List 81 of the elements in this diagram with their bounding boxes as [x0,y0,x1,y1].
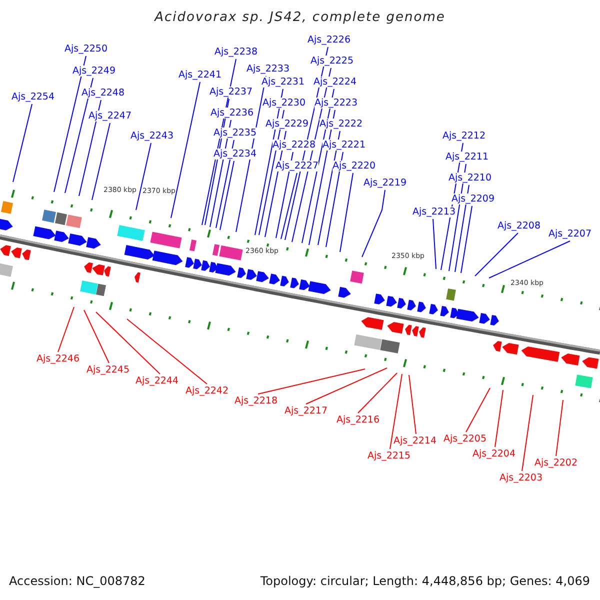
gene-label: Ajs_2250 [64,44,108,54]
leader-line [64,78,94,194]
leader-line [126,318,208,384]
gene-label: Ajs_2207 [548,228,592,240]
gene-label: Ajs_2223 [314,98,358,108]
gene-label: Ajs_2233 [246,64,290,74]
gene-label: Ajs_2210 [448,172,492,184]
gene-label: Ajs_2247 [88,110,132,122]
gene-label: Ajs_2230 [262,98,306,108]
gene-label: Ajs_2238 [214,46,258,58]
leader-line [340,172,354,252]
gene-label: Ajs_2204 [472,448,516,460]
gene-label: Ajs_2224 [314,76,356,88]
gene-label: Ajs_2213 [412,206,456,218]
gene-label: Ajs_2244 [136,376,178,386]
gene-label: Ajs_2229 [266,118,308,130]
gene-label: Ajs_2209 [452,194,494,204]
leader-line [326,152,344,248]
gene-label: Ajs_2241 [178,70,222,80]
gene-label: Ajs_2246 [36,354,80,364]
gene-label: Ajs_2231 [262,76,304,88]
leader-line [96,312,160,374]
gene-label: Ajs_2234 [214,148,256,160]
gene-label: Ajs_2221 [322,140,366,150]
leader-line [488,240,570,278]
leader-line [306,368,388,404]
leader-line [358,372,398,414]
leader-line [258,368,366,394]
gene-label: Ajs_2225 [310,56,354,66]
gene-label: Ajs_2205 [444,434,486,444]
gene-label: Ajs_2203 [500,472,542,484]
gene-label: Ajs_2211 [446,152,488,162]
gene-label: Ajs_2245 [86,364,130,376]
gene-label: Ajs_2216 [336,414,380,426]
gene-label: Ajs_2226 [308,34,350,46]
leader-line [280,172,298,240]
gene-label: Ajs_2217 [284,406,328,416]
gene-label: Ajs_2249 [72,66,116,76]
gene-label: Ajs_2237 [210,86,252,98]
gene-label: Ajs_2248 [82,88,124,98]
leader-line [466,388,490,432]
gene-label: Ajs_2235 [214,128,256,138]
leader-line [460,206,472,274]
gene-label: Ajs_2202 [534,458,578,468]
leader-line [216,140,234,228]
leader-line [276,152,294,238]
gene-label: Ajs_2222 [320,118,362,130]
leader-line [474,232,518,276]
gene-label: Ajs_2242 [186,386,228,396]
gene-label: Ajs_2215 [368,450,410,462]
leader-line [556,400,564,456]
leader-line [522,394,534,472]
footer-text: Topology: circular; Length: 4,448,856 bp; Genes: 4,069 [260,574,590,588]
gene-label: Ajs_2208 [498,220,540,232]
gene-label: Ajs_2243 [130,130,174,142]
leader-line [494,390,504,448]
gene-label: Ajs_2254 [12,92,54,102]
leader-line [54,56,86,192]
leader-line [12,104,32,182]
gene-label: Ajs_2214 [394,436,436,446]
title: Acidovorax sp. JS42, complete genome [153,10,446,25]
gene-label: Ajs_2220 [332,160,376,172]
leader-line [84,310,110,364]
leader-line [136,142,152,210]
leader-line [220,160,234,230]
leader-line [408,374,416,434]
gene-label: Ajs_2228 [272,140,316,150]
leader-line [362,190,386,258]
gene-label: Ajs_2219 [364,178,406,188]
gene-label: Ajs_2236 [210,108,254,118]
gene-label: Ajs_2218 [234,396,278,406]
gene-label: Ajs_2212 [442,130,486,142]
leader-line [92,122,110,200]
leader-line [454,184,470,272]
leader-line [170,82,200,218]
leader-line [432,218,436,270]
gene-label: Ajs_2227 [276,160,318,172]
leader-line [390,374,402,450]
footer-text: Accession: NC_008782 [9,574,146,588]
leader-line [78,100,102,196]
leader-line [58,306,74,352]
